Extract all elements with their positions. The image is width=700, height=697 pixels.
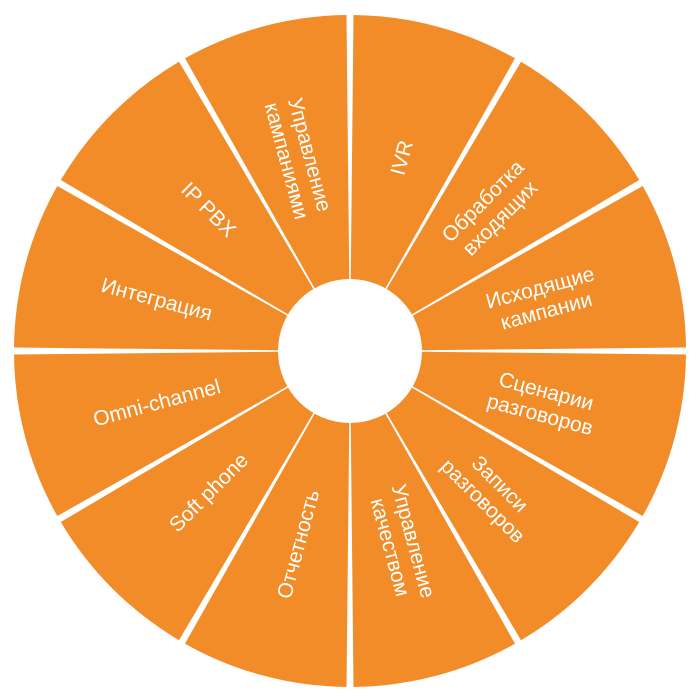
wheel-segment [60,351,351,641]
wheel-segment [350,351,515,687]
wheel-segments [14,15,686,687]
wheel-center-hub [278,279,422,423]
wheel-segment [350,15,515,351]
wheel-segment [350,186,686,351]
wheel-segment [185,15,350,351]
wheel-segment [350,61,640,352]
wheel-segment [60,61,351,352]
wheel-segment [185,351,350,687]
wheel-segment [14,186,350,351]
wheel-segment [350,351,686,516]
wheel-segment [350,351,640,641]
wheel-segment [14,351,350,516]
